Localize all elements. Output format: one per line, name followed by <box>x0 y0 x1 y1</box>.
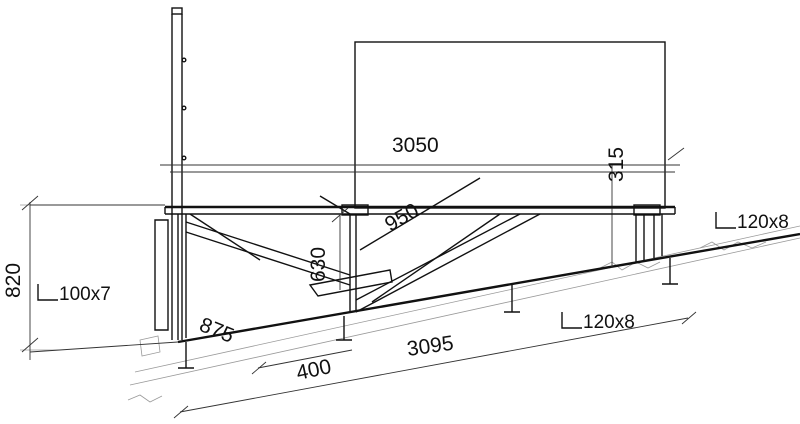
svg-text:120x8: 120x8 <box>737 212 789 233</box>
angle-profile-icon <box>561 312 582 329</box>
frame-posts <box>154 214 663 340</box>
dim-875: 875 <box>196 313 237 347</box>
dim-3050: 3050 <box>392 134 439 157</box>
dim-820: 820 <box>2 263 25 298</box>
profile-callout-base: 120x8 <box>561 312 635 333</box>
angle-profile-icon <box>37 284 58 301</box>
unit-clearance-lines <box>160 147 685 268</box>
angle-profile-icon <box>715 212 736 229</box>
roof-slope-line <box>177 232 800 344</box>
roof-corrugation <box>20 204 800 403</box>
dim-630: 630 <box>307 247 330 282</box>
frame-braces <box>185 177 541 313</box>
dimension-lines <box>21 195 697 419</box>
rooftop-unit <box>354 41 666 209</box>
dim-950: 950 <box>381 199 423 236</box>
svg-text:120x8: 120x8 <box>583 312 635 333</box>
profile-callout-post: 100x7 <box>37 284 111 305</box>
svg-text:100x7: 100x7 <box>59 284 111 305</box>
dim-315: 315 <box>605 147 628 182</box>
left-mast <box>171 7 187 340</box>
dim-3095: 3095 <box>405 332 454 361</box>
anchor-bolts <box>178 258 678 369</box>
profile-callout-top: 120x8 <box>715 212 789 233</box>
